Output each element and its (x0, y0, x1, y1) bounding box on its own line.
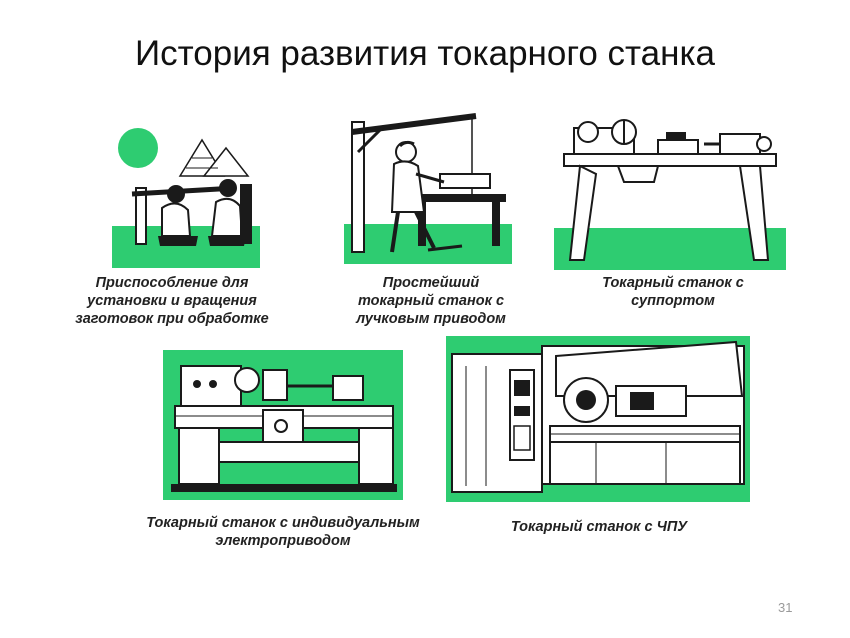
slide-title: История развития токарного станка (134, 34, 715, 73)
electric-lathe-illustration (163, 350, 403, 500)
caption-primitive-lathe: Приспособление для установки и вращения … (75, 275, 269, 327)
bow-lathe-illustration (344, 112, 512, 264)
caption-support-lathe: Токарный станок с суппортом (602, 275, 744, 309)
primitive-lathe-illustration (112, 118, 260, 268)
support-lathe-illustration (554, 110, 786, 270)
caption-electric-lathe: Токарный станок с индивидуальным электро… (146, 515, 420, 549)
cnc-lathe-illustration (446, 336, 750, 502)
caption-bow-lathe: Простейший токарный станок с лучковым пр… (356, 275, 506, 327)
caption-cnc-lathe: Токарный станок с ЧПУ (510, 519, 688, 535)
slide-number: 31 (778, 600, 793, 615)
